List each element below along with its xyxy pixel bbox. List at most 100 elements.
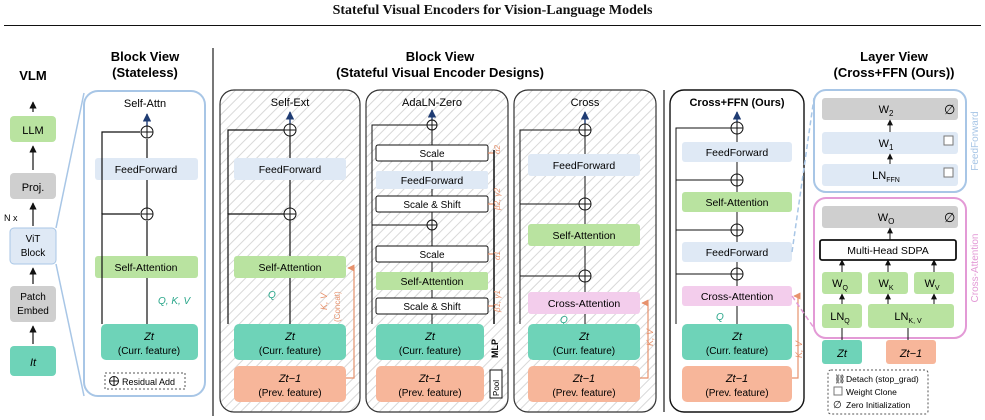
stateless-name: Self-Attn bbox=[124, 98, 166, 110]
stateful-header-1: Block View bbox=[406, 49, 475, 64]
stateless-block: Block View (Stateless) Self-Attn FeedFor… bbox=[83, 49, 206, 397]
svg-text:Self-Attention: Self-Attention bbox=[400, 276, 463, 288]
svg-text:FeedForward: FeedForward bbox=[401, 175, 464, 187]
stateless-ffn bbox=[95, 158, 198, 180]
repeat-label: N x bbox=[4, 213, 18, 223]
svg-text:Cross: Cross bbox=[571, 97, 600, 109]
llm-label: LLM bbox=[22, 125, 43, 137]
svg-text:∅: ∅ bbox=[944, 102, 955, 117]
svg-text:Self-Attention: Self-Attention bbox=[552, 230, 615, 242]
svg-text:WK: WK bbox=[878, 278, 893, 292]
layer-ffn-label: FeedForward bbox=[970, 111, 981, 170]
svg-text:(Curr. feature): (Curr. feature) bbox=[399, 346, 461, 357]
svg-text:Detach (stop_grad): Detach (stop_grad) bbox=[846, 374, 919, 384]
svg-text:FeedForward: FeedForward bbox=[553, 160, 616, 172]
adaln-param-bg1: β1, γ1 bbox=[493, 290, 502, 313]
input-label: It bbox=[30, 357, 37, 369]
empty-set-icon: ∅ bbox=[833, 400, 842, 411]
svg-text:Q: Q bbox=[560, 315, 568, 326]
vlm-header: VLM bbox=[19, 68, 46, 83]
svg-text:(Concat): (Concat) bbox=[333, 291, 342, 322]
svg-text:K, V: K, V bbox=[319, 292, 329, 310]
svg-text:Self-Attention: Self-Attention bbox=[114, 262, 177, 274]
svg-text:LNFFN: LNFFN bbox=[872, 170, 900, 184]
svg-text:Cross-Attention: Cross-Attention bbox=[701, 291, 774, 303]
svg-text:(Cross+FFN (Ours)): (Cross+FFN (Ours)) bbox=[834, 65, 955, 80]
chain-link-icon: ⛓ bbox=[834, 374, 845, 384]
selfext-block: Self-Ext FeedForward Self-Attention Q K,… bbox=[219, 89, 361, 413]
svg-text:Zt−1: Zt−1 bbox=[418, 373, 441, 385]
svg-text:Residual Add: Residual Add bbox=[122, 377, 175, 387]
patch-label-2: Embed bbox=[17, 306, 49, 317]
svg-text:(Prev. feature): (Prev. feature) bbox=[705, 388, 768, 399]
svg-text:WQ: WQ bbox=[832, 278, 848, 292]
svg-text:Zt: Zt bbox=[731, 331, 743, 343]
svg-text:Scale: Scale bbox=[419, 149, 444, 160]
svg-text:∅: ∅ bbox=[944, 210, 955, 225]
stateless-qkv: Q, K, V bbox=[158, 296, 192, 307]
proj-box bbox=[10, 173, 56, 199]
svg-text:Self-Attention: Self-Attention bbox=[705, 197, 768, 209]
svg-text:Weight Clone: Weight Clone bbox=[846, 387, 897, 397]
svg-text:(Curr. feature): (Curr. feature) bbox=[706, 346, 768, 357]
svg-text:Self-Attention: Self-Attention bbox=[258, 262, 321, 274]
patch-embed-box bbox=[10, 286, 56, 322]
svg-text:K, V: K, V bbox=[645, 328, 655, 346]
svg-text:W1: W1 bbox=[879, 138, 894, 152]
residual-legend: Residual Add bbox=[104, 372, 186, 390]
proj-label: Proj. bbox=[22, 182, 45, 194]
cross-block: Cross FeedForward Self-Attention Cross-A… bbox=[513, 89, 657, 413]
svg-text:WO: WO bbox=[878, 212, 895, 226]
svg-text:Q: Q bbox=[268, 290, 276, 301]
svg-text:Zero Initialization: Zero Initialization bbox=[846, 400, 911, 410]
svg-text:Zt−1: Zt−1 bbox=[725, 373, 748, 385]
vlm-column: VLM LLM Proj. N x ViT Block Patch Embed … bbox=[4, 68, 85, 397]
svg-text:(Stateless): (Stateless) bbox=[112, 65, 178, 80]
svg-text:FeedForward: FeedForward bbox=[706, 247, 769, 259]
adaln-param-bg2: β2, γ2 bbox=[493, 188, 502, 211]
svg-text:Scale & Shift: Scale & Shift bbox=[403, 200, 460, 211]
layer-view: Layer View (Cross+FFN (Ours)) FeedForwar… bbox=[813, 49, 981, 415]
layer-cattn-label: Cross-Attention bbox=[970, 234, 981, 303]
svg-text:LNQ: LNQ bbox=[830, 311, 850, 325]
stateless-attn bbox=[95, 256, 198, 278]
svg-text:K, V: K, V bbox=[794, 340, 804, 358]
svg-text:(Prev. feature): (Prev. feature) bbox=[258, 388, 321, 399]
svg-text:Zt: Zt bbox=[143, 331, 155, 343]
svg-text:Scale & Shift: Scale & Shift bbox=[403, 302, 460, 313]
vit-block-box bbox=[9, 227, 57, 265]
icon-legend bbox=[827, 369, 929, 415]
copy-icon bbox=[833, 386, 843, 396]
svg-text:Cross-Attention: Cross-Attention bbox=[548, 298, 621, 310]
svg-text:Scale: Scale bbox=[419, 250, 444, 261]
svg-text:Cross+FFN (Ours): Cross+FFN (Ours) bbox=[689, 97, 784, 109]
svg-text:(Curr. feature): (Curr. feature) bbox=[553, 346, 615, 357]
llm-box bbox=[10, 116, 56, 142]
adaln-mlp: MLP bbox=[490, 339, 500, 358]
vit-label-1: ViT bbox=[26, 234, 41, 245]
svg-text:FeedForward: FeedForward bbox=[259, 164, 322, 176]
svg-text:Q: Q bbox=[716, 312, 724, 323]
adaln-param-a2: α2 bbox=[493, 144, 502, 154]
stateful-header-2: (Stateful Visual Encoder Designs) bbox=[336, 65, 544, 80]
svg-text:Block View: Block View bbox=[111, 49, 180, 64]
svg-text:FeedForward: FeedForward bbox=[115, 164, 178, 176]
svg-text:Zt: Zt bbox=[578, 331, 590, 343]
page-title: Stateful Visual Encoders for Vision-Lang… bbox=[332, 3, 653, 18]
input-box bbox=[10, 346, 56, 376]
adaln-param-a1: α1 bbox=[493, 251, 502, 260]
svg-text:Zt: Zt bbox=[424, 331, 436, 343]
title-rule bbox=[4, 25, 981, 26]
svg-text:(Curr. feature): (Curr. feature) bbox=[118, 346, 180, 357]
svg-text:(Curr. feature): (Curr. feature) bbox=[259, 346, 321, 357]
svg-text:LNK, V: LNK, V bbox=[894, 311, 922, 325]
svg-text:Zt−1: Zt−1 bbox=[899, 348, 922, 360]
stateless-zt bbox=[101, 324, 198, 360]
svg-text:Multi-Head SDPA: Multi-Head SDPA bbox=[847, 245, 929, 257]
adaln-block: AdaLN-Zero Scale FeedForward Scale & Shi… bbox=[365, 89, 509, 413]
svg-text:Self-Ext: Self-Ext bbox=[271, 97, 310, 109]
svg-text:Zt−1: Zt−1 bbox=[572, 373, 595, 385]
adaln-pool: Pool bbox=[492, 380, 501, 396]
svg-text:Zt: Zt bbox=[284, 331, 296, 343]
svg-text:W2: W2 bbox=[879, 104, 894, 118]
